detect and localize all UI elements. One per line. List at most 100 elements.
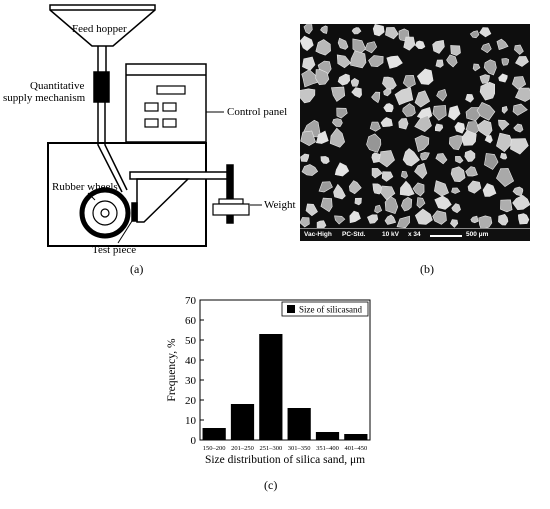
sand-particle (394, 87, 414, 106)
sand-particle (512, 194, 530, 211)
sem-particles (300, 24, 530, 229)
sand-particle (514, 44, 524, 55)
panel-a-letter: (a) (130, 262, 144, 276)
sand-particle (302, 56, 316, 71)
histogram-bar (315, 432, 340, 440)
sand-particle (451, 187, 461, 194)
sand-particle (315, 69, 330, 86)
sand-particle (414, 162, 428, 180)
sand-particle (334, 162, 350, 177)
sand-particle (484, 153, 499, 170)
test-piece-label: Test piece (92, 244, 137, 256)
sand-particle (420, 152, 430, 161)
sand-particle (380, 117, 393, 128)
sand-particle (501, 106, 508, 114)
sand-particle (398, 118, 409, 130)
sand-particle (371, 168, 383, 179)
sand-particle (455, 156, 464, 164)
feed-hopper-label: Feed hopper (72, 23, 127, 35)
sand-particle (303, 24, 313, 35)
histogram-bar (230, 404, 255, 440)
sand-particle (450, 219, 459, 228)
sand-particle (484, 135, 493, 144)
sand-particle (336, 54, 352, 69)
sand-particle (510, 138, 529, 155)
panel-c-letter: (c) (264, 478, 278, 492)
sand-particle (384, 214, 397, 225)
sand-particle (399, 180, 415, 197)
sand-particle (416, 68, 434, 85)
sand-particle (414, 208, 433, 225)
sand-particle (472, 63, 481, 72)
legend-box (281, 301, 369, 317)
sand-particle (333, 183, 346, 200)
sand-particle (517, 213, 530, 225)
sand-particle (368, 55, 384, 68)
sand-particle (432, 105, 447, 121)
sand-particle (402, 148, 420, 167)
sand-particle (450, 45, 461, 56)
x-axis-title: Size distribution of silica sand, μm (205, 454, 365, 466)
sand-particle (351, 87, 362, 98)
sand-particle (498, 119, 510, 131)
sand-particle (448, 105, 461, 121)
sand-particle (371, 152, 381, 163)
sand-particle (396, 215, 410, 229)
sand-particle (515, 56, 529, 67)
histogram-bar (259, 334, 283, 440)
sem-scale-label: 500 μm (466, 231, 489, 238)
sand-particle (514, 87, 530, 102)
sand-particle (315, 39, 331, 56)
sand-particle (320, 156, 330, 164)
sand-particle (451, 203, 461, 214)
sand-particle (416, 197, 426, 209)
sand-particle (364, 41, 378, 54)
x-tick-label: 150–200 (203, 445, 226, 452)
sand-particle (415, 40, 426, 50)
sand-particle (496, 132, 513, 153)
histogram-bar (287, 408, 311, 440)
sand-particle (384, 196, 399, 214)
sand-particle (300, 35, 314, 51)
sand-particle (336, 107, 348, 119)
sand-particle (315, 130, 329, 144)
sand-particle (476, 102, 496, 121)
sand-particle (433, 180, 449, 197)
sand-particle (334, 215, 346, 225)
sand-particle (385, 27, 399, 40)
sand-particle (350, 50, 367, 69)
supply-mechanism-label-line2: supply mechanism (3, 92, 86, 104)
sand-particle (329, 127, 346, 148)
legend-swatch (287, 305, 295, 313)
sand-particle (432, 210, 447, 225)
sand-particle (414, 115, 432, 133)
sand-particle (374, 204, 383, 214)
sand-particle (354, 197, 362, 206)
sem-voltage: 10 kV (382, 231, 399, 238)
sem-micrograph: Vac-High PC-Std. 10 kV x 34 500 μm (300, 24, 530, 241)
sand-particle (482, 183, 497, 197)
legend-label: Size of silicasand (299, 305, 362, 315)
sand-particle (465, 93, 474, 103)
sand-particle (500, 199, 513, 213)
sand-particle (300, 88, 316, 104)
sem-magnification: x 34 (408, 231, 421, 238)
sand-particle (300, 217, 310, 228)
x-tick-label: 201–250 (231, 445, 254, 452)
sand-particle (461, 130, 477, 146)
sand-particle (454, 121, 465, 134)
sand-particle (446, 54, 458, 68)
weight-label: Weight (264, 199, 296, 211)
panel-b-letter: (b) (420, 262, 434, 276)
sand-particle (331, 86, 346, 102)
sand-particle (348, 180, 362, 195)
sem-data-bar: Vac-High PC-Std. 10 kV x 34 500 μm (300, 228, 530, 241)
sand-particle (498, 214, 509, 226)
sand-particle (513, 123, 524, 133)
sand-particle (383, 88, 392, 97)
sand-particle (435, 123, 444, 132)
plot-frame (199, 299, 371, 441)
sem-vacuum: Vac-High (304, 231, 332, 238)
